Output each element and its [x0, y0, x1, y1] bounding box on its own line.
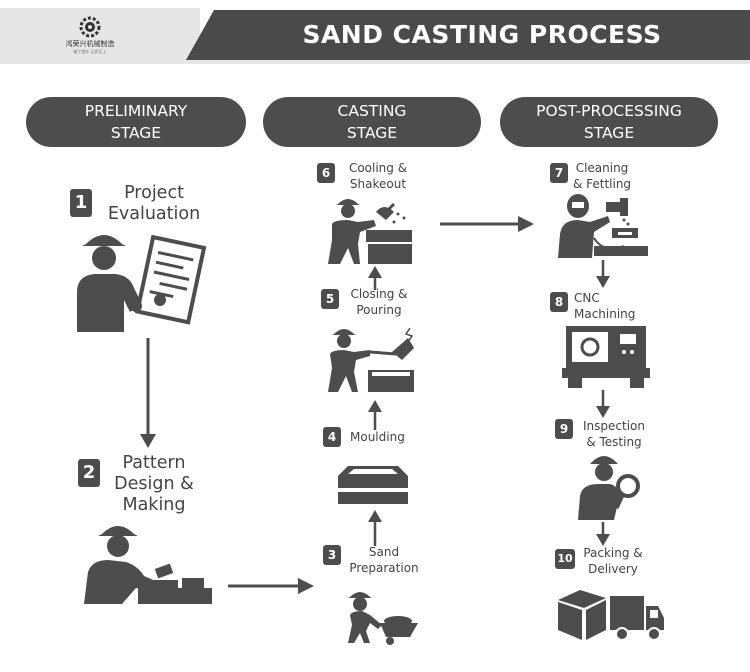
- worker-pouring-ladle-icon: [328, 327, 414, 392]
- worker-shakeout-icon: [328, 199, 412, 264]
- stage-casting: CASTING STAGE: [263, 97, 481, 147]
- step-6-number: 6: [317, 163, 335, 183]
- mould-box-icon: [338, 466, 408, 504]
- step-9-number: 9: [555, 419, 573, 439]
- step-5-label: Closing & Pouring: [350, 287, 408, 317]
- step-10-label: Packing & Delivery: [583, 546, 643, 576]
- arrow-step2-to-step3: [228, 578, 314, 594]
- logo-text: 鸿荣兴机械制造: [65, 40, 115, 48]
- cnc-machine-icon: [562, 326, 650, 388]
- step-10-number: 10: [555, 549, 575, 569]
- step-1-number: 1: [70, 189, 92, 217]
- arrow-step6-to-step7: [440, 216, 534, 232]
- step-3-label: Sand Preparation: [349, 545, 419, 575]
- worker-making-pattern-icon: [84, 526, 212, 604]
- arrow-step8-to-step9: [596, 390, 610, 418]
- worker-with-wheelbarrow-icon: [348, 592, 418, 645]
- arrow-step1-to-step2: [140, 338, 156, 448]
- step-3-number: 3: [323, 545, 341, 565]
- header-title-banner: [186, 10, 750, 60]
- worker-with-blueprint-icon: [77, 234, 207, 332]
- box-and-truck-icon: [558, 590, 664, 641]
- step-1-label: Project Evaluation: [107, 183, 201, 224]
- header-underline: [0, 58, 750, 64]
- step-5-number: 5: [321, 289, 339, 309]
- worker-grinding-icon: [558, 194, 648, 258]
- gear-logo-icon: [79, 16, 101, 38]
- logo-subtext: 精工细作 品质至上: [73, 49, 107, 54]
- step-8-label: CNC Machining: [574, 291, 636, 321]
- arrow-step5-to-step6: [368, 266, 382, 290]
- step-2-number: 2: [78, 459, 100, 487]
- step-6-label: Cooling & Shakeout: [348, 161, 408, 191]
- step-8-number: 8: [550, 292, 568, 312]
- stage-preliminary: PRELIMINARY STAGE: [26, 97, 246, 147]
- step-9-label: Inspection & Testing: [583, 419, 645, 449]
- step-2-label: Pattern Design & Making: [114, 453, 194, 515]
- company-logo: 鸿荣兴机械制造 精工细作 品质至上: [52, 14, 128, 60]
- inspector-magnifier-icon: [578, 456, 640, 520]
- arrow-step4-to-step5: [368, 400, 382, 430]
- arrow-step9-to-step10: [596, 522, 610, 546]
- arrow-step7-to-step8: [596, 260, 610, 288]
- arrow-step3-to-step4: [368, 510, 382, 546]
- header-left-panel: [0, 8, 200, 64]
- step-4-number: 4: [323, 427, 341, 447]
- page-title: SAND CASTING PROCESS: [302, 20, 662, 49]
- step-7-label: Cleaning & Fettling: [572, 161, 632, 191]
- step-7-number: 7: [550, 163, 568, 183]
- stage-post-processing: POST-PROCESSING STAGE: [500, 97, 718, 147]
- step-4-label: Moulding: [350, 430, 405, 444]
